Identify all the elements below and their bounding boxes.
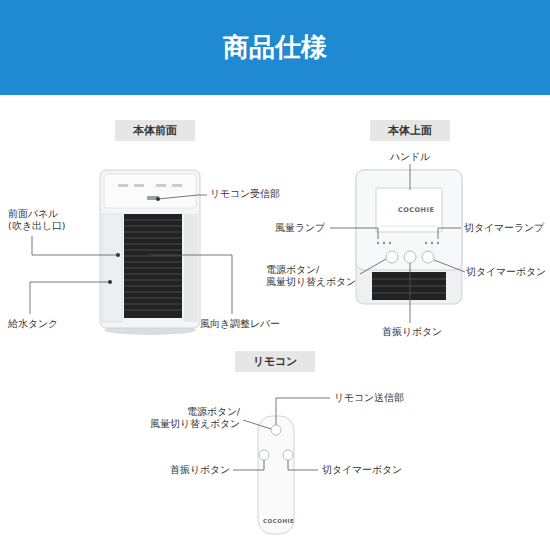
callout-label: 切タイマーボタン bbox=[322, 464, 402, 476]
section-label: 本体前面 bbox=[133, 124, 177, 137]
callout-label: 首振りボタン bbox=[382, 326, 442, 338]
callout-label: 前面パネル (吹き出し口) bbox=[8, 208, 72, 232]
section-label: リモコン bbox=[253, 355, 297, 368]
callout-label: リモコン受信部 bbox=[210, 188, 280, 200]
callout-label: 給水タンク bbox=[8, 318, 58, 330]
callout-label: 電源ボタン/ 風量切り替えボタン bbox=[146, 406, 240, 430]
callout-label: 風向き調整レバー bbox=[200, 318, 280, 330]
callout-label: 切タイマーランプ bbox=[464, 222, 544, 234]
callout-label: リモコン送信部 bbox=[334, 392, 404, 404]
brand-logo: COCOHIE bbox=[263, 518, 294, 524]
callout-label: 風量ランプ bbox=[275, 222, 325, 234]
page-title: 商品仕様 bbox=[0, 0, 550, 95]
callout-label: 首振りボタン bbox=[170, 464, 230, 476]
section-label-box: リモコン bbox=[235, 351, 315, 372]
callout-label: 電源ボタン/ 風量切り替えボタン bbox=[266, 264, 360, 288]
section-label-box: 本体上面 bbox=[370, 120, 450, 141]
callout-label: ハンドル bbox=[390, 151, 430, 163]
callout-label: 切タイマーボタン bbox=[466, 266, 546, 278]
section-label: 本体上面 bbox=[388, 124, 432, 137]
section-label-box: 本体前面 bbox=[115, 120, 195, 141]
brand-logo: COCOHIE bbox=[398, 206, 434, 214]
